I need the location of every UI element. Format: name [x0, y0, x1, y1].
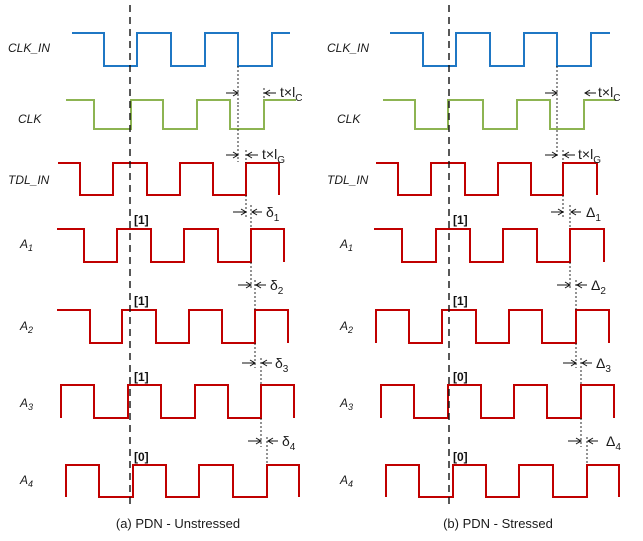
annotation-t-lg-b: t×lG	[578, 146, 601, 166]
delay-arrow-tdl	[226, 151, 258, 159]
signal-label-tdl-in: TDL_IN	[8, 173, 50, 187]
signal-label-clk: CLK	[18, 112, 42, 126]
delay-arrow-a2-b	[557, 281, 587, 289]
sample-value-a1-b: [1]	[453, 213, 468, 227]
signal-label-a4: A4	[19, 473, 33, 489]
delay-arrow-a3	[242, 359, 272, 367]
signal-label-clk-in: CLK_IN	[8, 41, 50, 55]
annotation-t-lc: t×lC	[280, 84, 302, 104]
waveform-a4	[65, 464, 300, 498]
sample-value-a2: [1]	[134, 294, 149, 308]
signal-label-a4-b: A4	[339, 473, 353, 489]
signal-label-a2-b: A2	[339, 319, 353, 335]
waveform-clk	[66, 99, 296, 130]
delay-label-a1: δ1	[266, 204, 280, 224]
delay-arrow-tdl-b	[545, 151, 575, 159]
delay-label-a3-b: Δ3	[596, 355, 611, 375]
annotation-t-lg: t×lG	[262, 146, 285, 166]
signal-label-tdl-in-b: TDL_IN	[327, 173, 369, 187]
signal-label-a3: A3	[19, 396, 33, 412]
caption-unstressed: (a) PDN - Unstressed	[116, 516, 240, 531]
waveform-a2-b	[375, 309, 610, 344]
sample-value-a1: [1]	[134, 213, 149, 227]
signal-label-a3-b: A3	[339, 396, 353, 412]
waveform-a3-b	[380, 384, 615, 419]
delay-label-a2: δ2	[270, 277, 284, 297]
delay-label-a4-b: Δ4	[606, 433, 621, 453]
waveform-a2	[57, 309, 289, 344]
sample-value-a3-b: [0]	[453, 370, 468, 384]
panel-stressed: CLK_IN CLK TDL_IN A1 A2 A3 A4 [1] [1] [0…	[327, 5, 621, 531]
waveform-a3	[60, 384, 295, 419]
delay-arrow-a3-b	[563, 359, 592, 367]
delay-label-a1-b: Δ1	[586, 204, 601, 224]
waveform-a4-b	[385, 464, 620, 498]
signal-label-a1: A1	[19, 237, 33, 253]
waveform-tdl-in	[58, 162, 280, 196]
delay-arrow-a1	[233, 208, 262, 216]
waveform-tdl-in-b	[376, 162, 598, 196]
waveform-a1-b	[374, 228, 605, 263]
caption-stressed: (b) PDN - Stressed	[443, 516, 553, 531]
delay-arrow-clk-b	[545, 89, 596, 97]
waveform-clk-in-b	[390, 32, 610, 67]
delay-arrow-a1-b	[551, 208, 581, 216]
annotation-t-lc-b: t×lC	[598, 84, 620, 104]
sample-value-a3: [1]	[134, 370, 149, 384]
signal-label-a2: A2	[19, 319, 33, 335]
sample-value-a4: [0]	[134, 450, 149, 464]
delay-arrow-a2	[238, 281, 266, 289]
signal-label-a1-b: A1	[339, 237, 353, 253]
delay-arrow-clk	[226, 89, 276, 97]
signal-label-clk-b: CLK	[337, 112, 361, 126]
delay-label-a2-b: Δ2	[591, 277, 606, 297]
delay-arrow-a4-b	[568, 437, 598, 445]
delay-label-a3: δ3	[275, 355, 289, 375]
sample-value-a4-b: [0]	[453, 450, 468, 464]
sample-value-a2-b: [1]	[453, 294, 468, 308]
signal-label-clk-in-b: CLK_IN	[327, 41, 369, 55]
waveform-clk-in	[72, 32, 290, 67]
panel-unstressed: CLK_IN CLK TDL_IN A1 A2 A3 A4 [1] [1] [1…	[8, 5, 302, 531]
waveform-a1	[57, 228, 285, 263]
delay-arrow-a4	[248, 437, 278, 445]
delay-label-a4: δ4	[282, 433, 296, 453]
waveform-clk-b	[383, 99, 616, 130]
